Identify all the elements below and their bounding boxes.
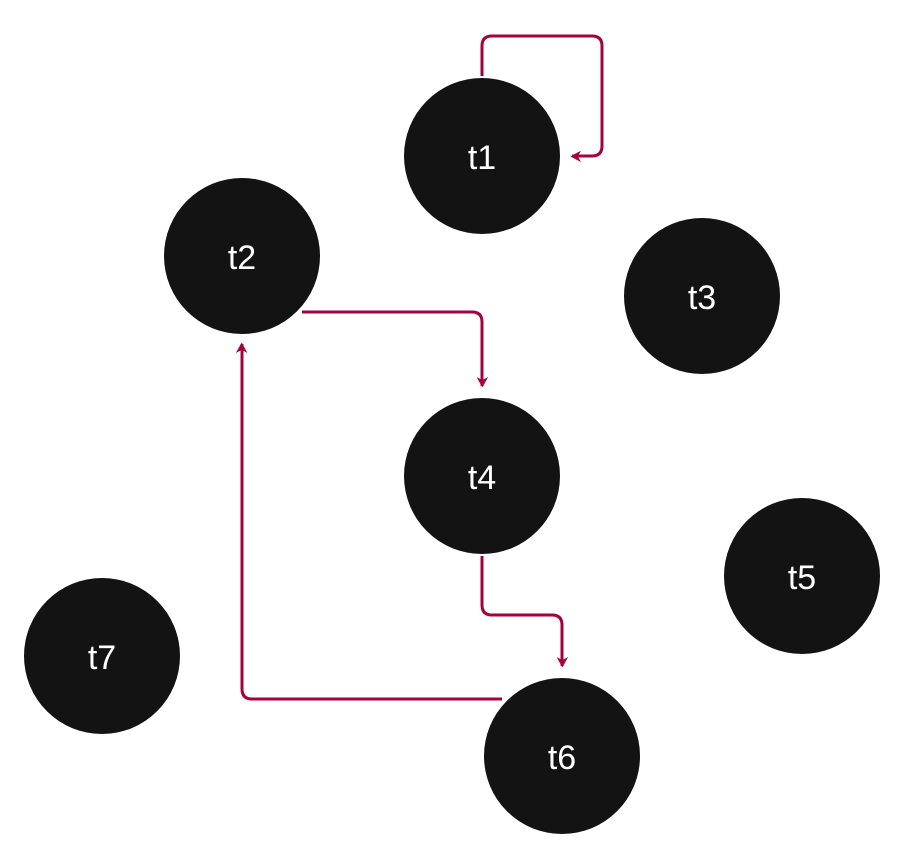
node-label: t2 — [228, 239, 256, 277]
edge-t2-t4[interactable] — [302, 310, 489, 388]
node-label: t4 — [468, 459, 496, 497]
edge-t6-t2[interactable] — [235, 342, 502, 701]
node-label: t5 — [788, 559, 816, 597]
edge-t1-t1[interactable] — [480, 34, 604, 163]
node-t2[interactable]: t2 — [164, 178, 320, 334]
edge-t4-t6[interactable] — [480, 556, 569, 668]
node-t6[interactable]: t6 — [484, 678, 640, 834]
node-t1[interactable]: t1 — [404, 78, 560, 234]
node-label: t1 — [468, 139, 496, 177]
node-t3[interactable]: t3 — [624, 218, 780, 374]
node-t4[interactable]: t4 — [404, 398, 560, 554]
node-t7[interactable]: t7 — [24, 578, 180, 734]
node-t5[interactable]: t5 — [724, 498, 880, 654]
node-label: t6 — [548, 739, 576, 777]
node-label: t7 — [88, 639, 116, 677]
node-label: t3 — [688, 279, 716, 317]
